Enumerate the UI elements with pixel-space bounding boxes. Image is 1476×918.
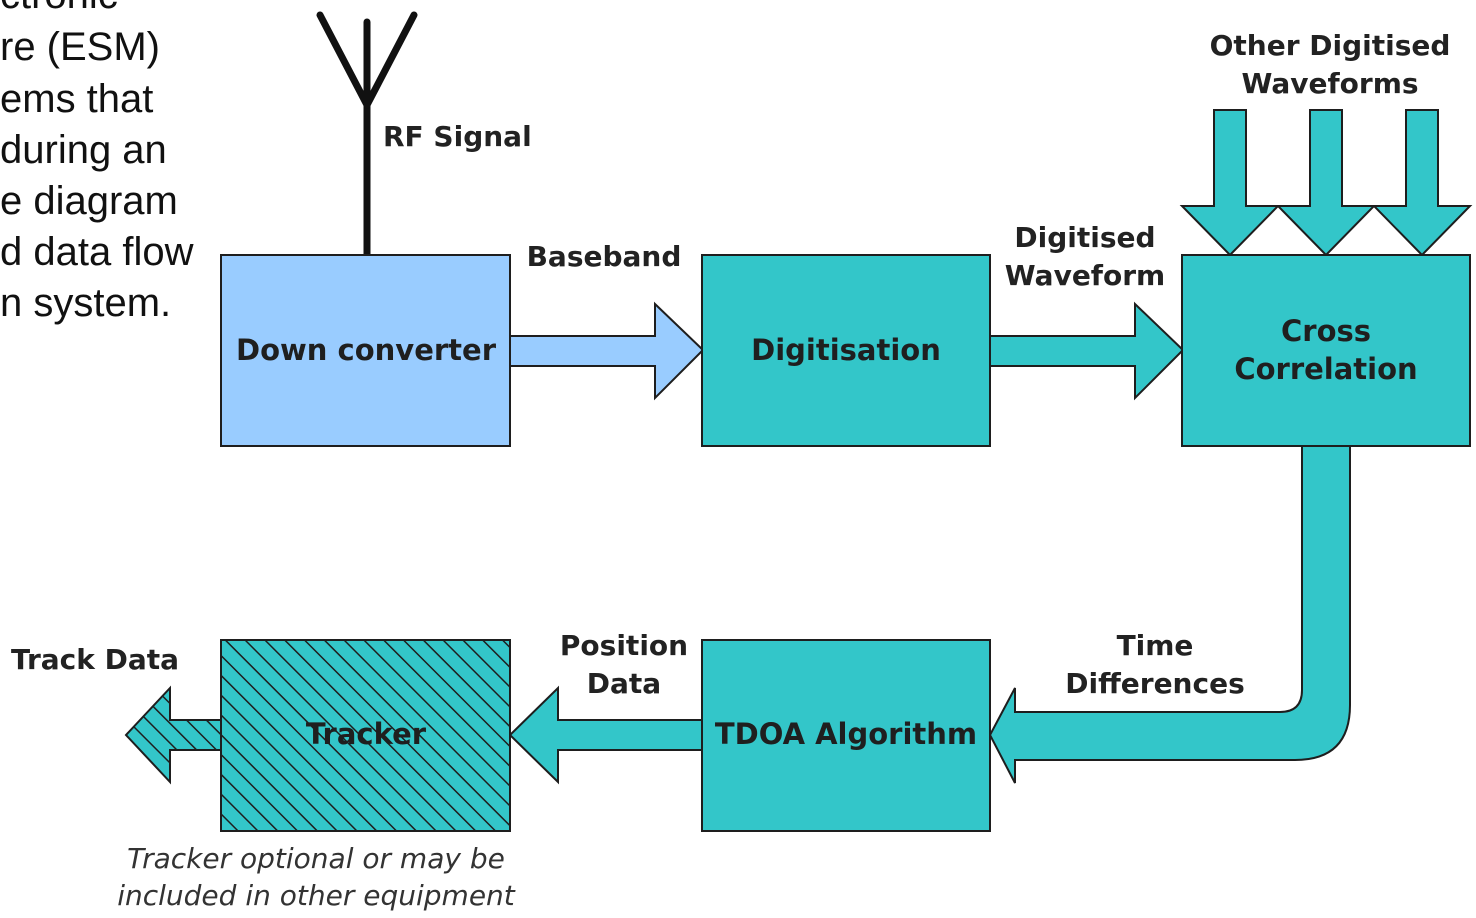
differences-label: Differences <box>1065 667 1245 700</box>
digitised-waveform-arrow <box>989 301 1185 401</box>
time-label: Time <box>1117 629 1194 662</box>
tracker-label: Tracker <box>306 717 427 751</box>
track-data-label: Track Data <box>11 643 179 676</box>
tdoa-algorithm-label: TDOA Algorithm <box>715 717 977 751</box>
side-line-4: during an <box>0 128 167 172</box>
down-converter-block <box>220 254 511 447</box>
tracker-note-line-1: Tracker optional or may be <box>127 842 505 875</box>
data-label: Data <box>587 667 661 700</box>
digitisation-block <box>701 254 991 447</box>
input-arrow-1 <box>1179 109 1281 257</box>
antenna-icon <box>316 11 418 259</box>
tracker-block <box>220 639 511 832</box>
tdoa-algorithm-block <box>701 639 991 832</box>
position-data-arrow <box>508 685 703 785</box>
position-label: Position <box>560 629 688 662</box>
side-line-3: ems that <box>0 77 153 121</box>
rf-signal-label: RF Signal <box>383 120 532 153</box>
digitisation-label: Digitisation <box>751 333 941 367</box>
track-data-arrow <box>124 685 222 785</box>
cross-correlation-block <box>1181 254 1471 447</box>
waveform-label: Waveform <box>1005 259 1165 292</box>
side-line-1: ctronic <box>0 0 118 17</box>
side-line-5: e diagram <box>0 179 178 223</box>
baseband-arrow <box>509 301 705 401</box>
side-paragraph: ctronic re (ESM) ems that during an e di… <box>0 0 194 325</box>
waveforms-label: Waveforms <box>1241 67 1418 100</box>
correlation-label: Correlation <box>1234 352 1417 386</box>
input-arrow-3 <box>1371 109 1473 257</box>
down-converter-label: Down converter <box>236 333 497 367</box>
input-arrow-2 <box>1275 109 1377 257</box>
cross-label: Cross <box>1281 314 1371 348</box>
side-line-6: d data flow <box>0 230 194 274</box>
tracker-note-line-2: included in other equipment <box>117 879 516 912</box>
other-digitised-label: Other Digitised <box>1210 29 1451 62</box>
side-line-7: n system. <box>0 281 171 325</box>
time-differences-arrow <box>988 445 1351 784</box>
side-line-2: re (ESM) <box>0 25 160 69</box>
baseband-label: Baseband <box>527 240 682 273</box>
digitised-label: Digitised <box>1014 221 1155 254</box>
